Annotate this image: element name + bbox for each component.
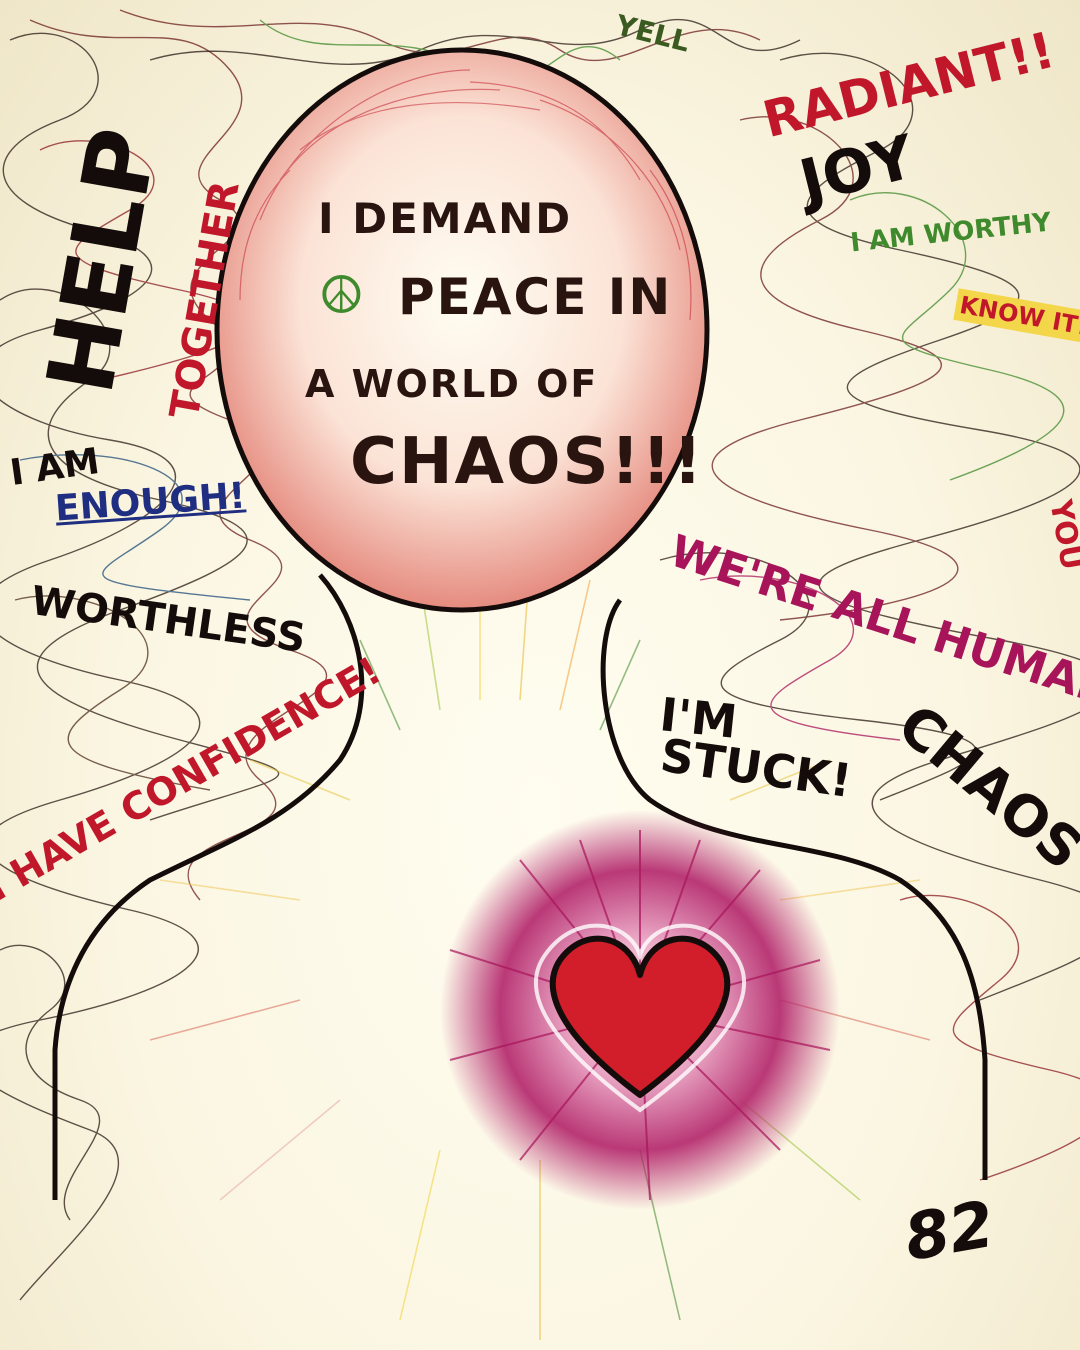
peace-symbol-icon: ☮ (318, 266, 365, 326)
body-left-outline (52, 573, 365, 1200)
heart-halo (534, 923, 746, 1113)
center-line-2: PEACE IN (398, 268, 673, 326)
scribble-right (659, 52, 1080, 1181)
center-line-3: A WORLD OF (305, 362, 599, 406)
center-line-4: CHAOS!!! (350, 425, 705, 499)
head-hatching (239, 69, 692, 321)
signature: 82 (899, 1187, 1000, 1277)
heart (549, 935, 731, 1098)
body-right-outline (600, 598, 988, 1180)
center-line-1: I DEMAND (318, 194, 573, 243)
head (214, 47, 710, 613)
